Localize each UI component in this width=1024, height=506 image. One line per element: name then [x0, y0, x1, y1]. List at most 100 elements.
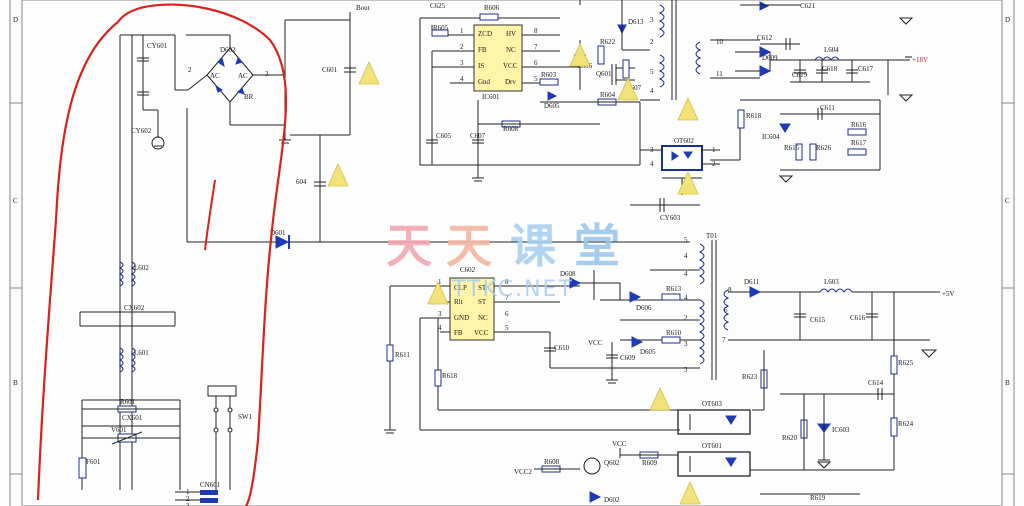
c601-label: C601: [322, 66, 338, 74]
c614-label: C614: [868, 379, 884, 387]
watermark-char-2: 天: [446, 219, 492, 273]
row-label-c-right: C: [1005, 197, 1010, 205]
l604-label: L604: [824, 46, 839, 54]
t01-pin4a: 4: [684, 252, 688, 260]
ic601-num7: 7: [534, 43, 538, 51]
r625-label: R625: [898, 359, 914, 367]
plus5v-label: +5V: [942, 290, 955, 298]
br-label: BR: [244, 93, 254, 101]
d613-label: D613: [628, 18, 644, 26]
r610-label: R610: [666, 329, 682, 337]
ic601-num2: 2: [460, 43, 464, 51]
c619-label: C619: [792, 71, 808, 79]
t01-pin4b: 4: [684, 270, 688, 278]
ic602-pin-clp: CLP: [454, 284, 467, 292]
cn-pin3: 3: [186, 502, 190, 506]
q601-label: Q601: [596, 70, 612, 78]
ic603-label: IC603: [832, 426, 850, 434]
r609-label: R609: [642, 459, 658, 467]
f601-label: F601: [86, 458, 101, 466]
ic602-pin-nc: NC: [478, 314, 488, 322]
c604-label: 604: [296, 178, 307, 186]
r608b-label: R608: [544, 458, 560, 466]
r624-label: R624: [898, 420, 914, 428]
ac2-label: AC: [238, 72, 248, 80]
row-label-d: D: [13, 16, 18, 24]
ic602-num6: 6: [505, 310, 509, 318]
t2-pin4: 4: [650, 87, 654, 95]
c607-label: C607: [470, 132, 486, 140]
c617-label: C617: [858, 65, 874, 73]
r617-label: R617: [851, 139, 867, 147]
ic602-num5: 5: [505, 324, 509, 332]
ic604-label: IC604: [762, 133, 780, 141]
t01-pin6: 6: [724, 306, 728, 314]
r619-label: R619: [810, 494, 826, 502]
vcc2-label: VCC2: [514, 468, 532, 476]
r620-label: R620: [782, 434, 798, 442]
c609-label: C609: [620, 354, 636, 362]
r605-label: R605: [433, 24, 449, 32]
d608-label: D608: [560, 270, 576, 278]
t01-pin3b: 3: [684, 366, 688, 374]
drawing-frame: [21, 0, 1003, 506]
cx602-label: CX602: [124, 304, 145, 312]
c602-label: C602: [460, 266, 476, 274]
ic602-num1: 1: [438, 278, 442, 286]
ic601-pin-nc: NC: [506, 46, 516, 54]
ic602-num7: 7: [505, 294, 509, 302]
warning-marker: [677, 171, 699, 195]
ot602-label: OT602: [674, 137, 694, 145]
ot603-label: OT603: [702, 400, 722, 408]
ic601-chip: [473, 24, 523, 92]
warning-marker: [679, 481, 701, 505]
r611-label: R611: [395, 351, 410, 359]
pin2-label: 2: [188, 66, 192, 74]
ic601-pin-vcc: VCC: [503, 62, 518, 70]
ic601-pin-zcd: ZCD: [478, 30, 492, 38]
cx601-label: CX601: [122, 414, 143, 422]
ic602-pin-st: ST: [478, 284, 487, 292]
ic601-label: IC601: [482, 93, 500, 101]
r606-label: R606: [484, 4, 500, 12]
warning-marker: [327, 163, 349, 187]
cn601-label: CN601: [200, 481, 221, 489]
watermark-char-1: 天: [386, 219, 432, 273]
warning-marker: [649, 387, 671, 411]
r604-label: R604: [600, 91, 616, 99]
cy602-label: CY602: [131, 127, 152, 135]
l601-label: L601: [134, 349, 149, 357]
c612-label: C612: [757, 34, 773, 42]
row-label-b: B: [13, 379, 18, 387]
ic601-pin-fb: FB: [478, 46, 487, 54]
ic602-num4: 4: [438, 324, 442, 332]
r601-label: R601: [120, 398, 136, 406]
warning-marker: [569, 43, 591, 67]
row-label-c: C: [13, 197, 18, 205]
ic601-pin-is: IS: [478, 62, 484, 70]
cn-pin2: 2: [186, 495, 190, 503]
ic601-pin-drv: Drv: [505, 78, 516, 86]
t01-pin8: 8: [728, 286, 732, 294]
t01-label: T01: [706, 232, 718, 240]
ot602-pin4: 4: [650, 160, 654, 168]
r623-label: R623: [742, 373, 758, 381]
v601-label: V601: [111, 426, 127, 434]
r603-label: R603: [541, 71, 557, 79]
ic602-pin-rlt: Rlt: [454, 298, 463, 306]
ic602-pin-vcc: VCC: [474, 329, 489, 337]
l603-label: L603: [824, 278, 839, 286]
c605-label: C605: [436, 132, 452, 140]
r613-label: R613: [666, 285, 682, 293]
ot601-optocoupler: [677, 451, 751, 477]
ot602-optocoupler: [661, 145, 703, 171]
r608-label: R608: [503, 125, 519, 133]
vcc-top-label: VCC: [612, 440, 627, 448]
plus18v-label: +18V: [912, 56, 928, 64]
sw1-label: SW1: [238, 413, 253, 421]
ic601-pin-gnd: Gnd: [478, 78, 491, 86]
t2-pin3: 3: [650, 16, 654, 24]
watermark-char-4: 堂: [574, 219, 620, 273]
